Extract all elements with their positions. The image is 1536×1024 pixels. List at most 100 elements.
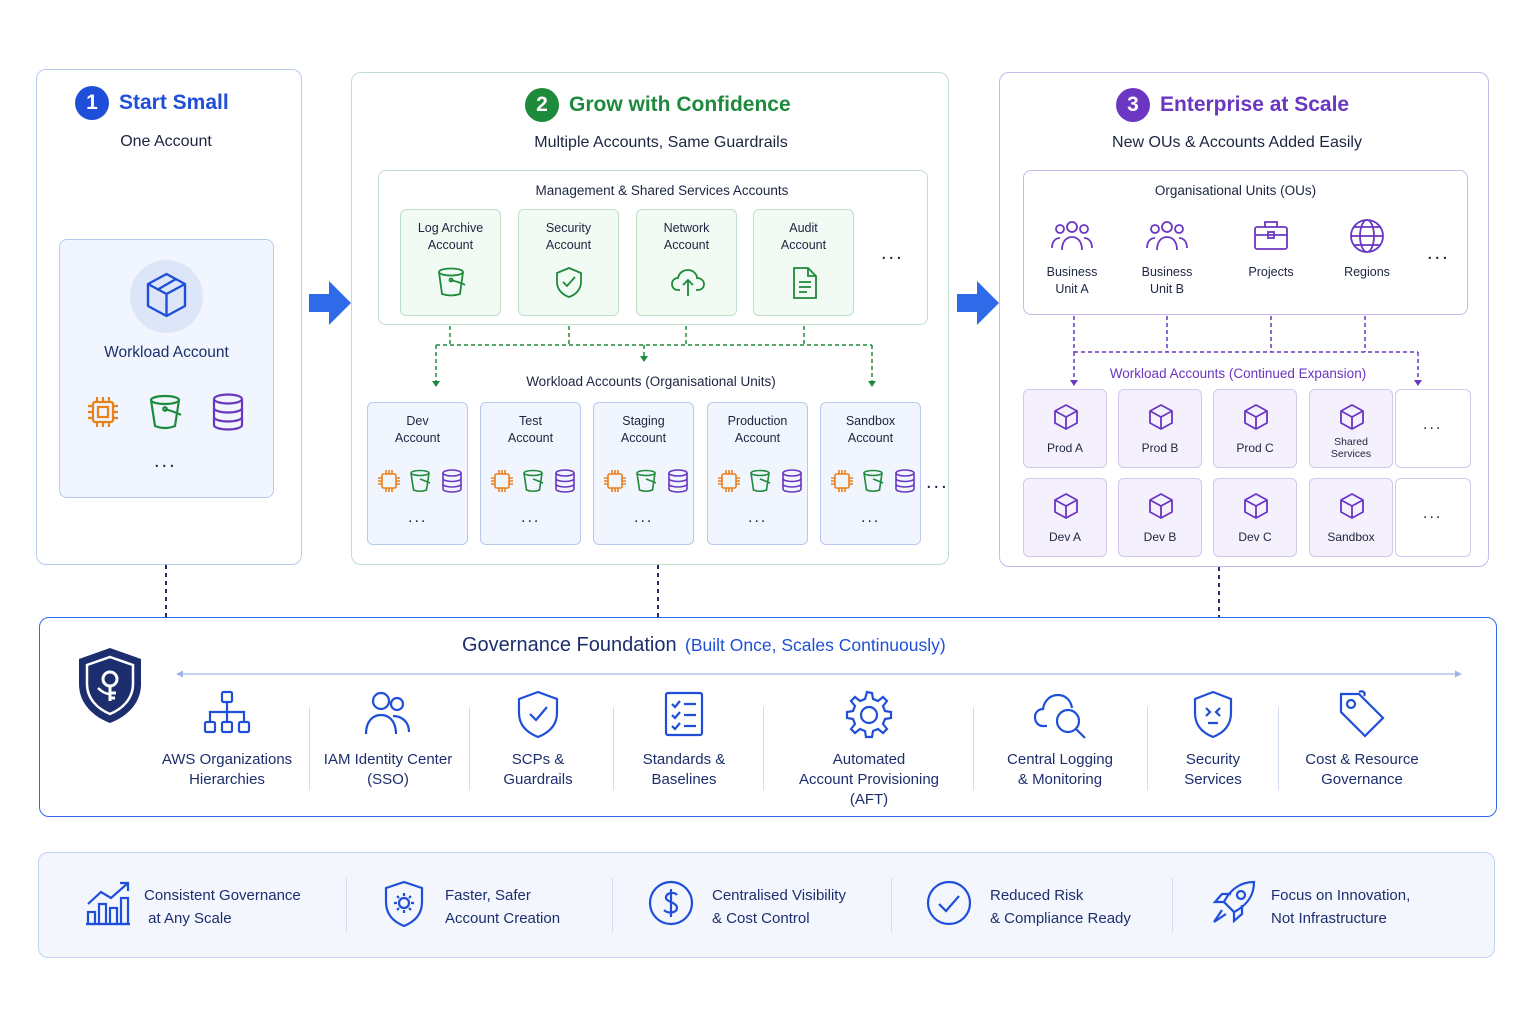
account-label: Prod A xyxy=(1046,441,1084,455)
workload-account-card[interactable]: Dev Account ... xyxy=(367,402,468,545)
more-accounts-card: ... xyxy=(1395,389,1471,468)
hierarchy-icon xyxy=(203,690,251,734)
step-badge: 1 xyxy=(75,86,109,120)
governance-panel xyxy=(39,617,1497,817)
governance-item-label: Central Logging & Monitoring xyxy=(1007,751,1113,788)
expansion-account-card[interactable]: Prod B xyxy=(1118,389,1202,468)
security-shield-icon xyxy=(1193,690,1233,739)
phase-3-title-text: Enterprise at Scale xyxy=(1160,93,1350,116)
ou-label: Business Unit A xyxy=(1046,265,1098,296)
cube-icon xyxy=(1340,493,1364,519)
check-circle-icon xyxy=(926,880,972,926)
phase-1-subtitle: One Account xyxy=(120,133,212,150)
phase-2-title: 2 Grow with Confidence xyxy=(525,88,791,122)
expansion-account-card[interactable]: Prod A xyxy=(1023,389,1107,468)
workload-account-card[interactable]: Staging Account ... xyxy=(593,402,694,545)
ou-label: Regions xyxy=(1344,265,1390,279)
expansion-account-card[interactable]: Shared Services xyxy=(1309,389,1393,468)
shield-check-icon xyxy=(556,267,582,298)
divider xyxy=(1147,707,1148,790)
account-label: Test Account xyxy=(507,414,554,445)
divider xyxy=(1172,878,1173,932)
account-label: Staging Account xyxy=(620,414,667,445)
account-label: Dev B xyxy=(1143,530,1177,544)
bucket-icon xyxy=(149,394,182,430)
bucket-icon xyxy=(750,469,771,493)
expansion-account-card[interactable]: Sandbox xyxy=(1309,478,1393,557)
management-account-card[interactable]: Network Account xyxy=(636,209,737,316)
expansion-account-card[interactable]: Dev B xyxy=(1118,478,1202,557)
divider xyxy=(309,707,310,790)
database-icon xyxy=(895,469,915,493)
database-icon xyxy=(212,393,244,431)
governance-item-label: SCPs & Guardrails xyxy=(503,751,573,788)
document-icon xyxy=(793,267,817,299)
governance-item-label: IAM Identity Center (SSO) xyxy=(323,751,453,788)
ou-label: Projects xyxy=(1248,265,1294,279)
management-account-card[interactable]: Log Archive Account xyxy=(400,209,501,316)
globe-icon xyxy=(1350,219,1384,253)
bucket-icon xyxy=(438,267,466,297)
more-indicator: ... xyxy=(1423,416,1443,433)
account-label: Shared Services xyxy=(1330,436,1372,460)
benefit-label: Faster, Safer Account Creation xyxy=(445,887,561,927)
rocket-icon xyxy=(1212,880,1256,924)
cube-icon xyxy=(1244,404,1268,430)
workload-accounts-title: Workload Accounts (Organisational Units) xyxy=(526,374,776,389)
management-accounts-group xyxy=(378,170,928,325)
workload-account-card[interactable]: Sandbox Account ... xyxy=(820,402,921,545)
expansion-account-card[interactable]: Dev A xyxy=(1023,478,1107,557)
more-indicator: ... xyxy=(634,509,654,526)
arrow-right-icon xyxy=(957,281,999,325)
shield-lock-icon xyxy=(79,648,141,723)
divider xyxy=(612,878,613,932)
cpu-chip-icon xyxy=(491,470,513,492)
account-label: Dev A xyxy=(1048,530,1081,544)
cpu-chip-icon xyxy=(718,470,740,492)
more-indicator: ... xyxy=(521,509,541,526)
step-badge: 2 xyxy=(525,88,559,122)
cpu-chip-icon xyxy=(831,470,853,492)
benefit-label: Focus on Innovation, Not Infrastructure xyxy=(1271,887,1411,927)
divider xyxy=(973,707,974,790)
bucket-icon xyxy=(523,469,544,493)
account-label: Dev C xyxy=(1238,530,1272,544)
ou-label: Business Unit B xyxy=(1141,265,1193,296)
cube-icon xyxy=(1340,404,1364,430)
governance-item-label: AWS Organizations Hierarchies xyxy=(161,751,293,788)
bucket-icon xyxy=(636,469,657,493)
governance-heading: Governance Foundation (Built Once, Scale… xyxy=(462,634,946,657)
divider xyxy=(891,878,892,932)
more-accounts-card: ... xyxy=(1395,478,1471,557)
phase-2-title-text: Grow with Confidence xyxy=(569,93,791,116)
cpu-chip-icon xyxy=(604,470,626,492)
workload-account-card[interactable]: Test Account ... xyxy=(480,402,581,545)
shield-gear-icon xyxy=(384,880,424,928)
arrow-right-icon xyxy=(309,281,351,325)
database-icon xyxy=(782,469,802,493)
benefits-panel xyxy=(38,852,1495,958)
account-label: Prod C xyxy=(1236,441,1274,455)
workload-account-card[interactable]: Production Account ... xyxy=(707,402,808,545)
governance-subtitle: (Built Once, Scales Continuously) xyxy=(685,635,946,655)
governance-item-label: Automated Account Provisioning (AFT) xyxy=(798,751,940,808)
management-account-card[interactable]: Audit Account xyxy=(753,209,854,316)
account-label: Prod B xyxy=(1141,441,1179,455)
expansion-account-card[interactable]: Prod C xyxy=(1213,389,1297,468)
more-indicator: ... xyxy=(926,471,949,493)
cube-icon xyxy=(1149,493,1173,519)
account-label: Audit Account xyxy=(780,221,827,252)
benefit-label: Reduced Risk & Compliance Ready xyxy=(990,887,1131,927)
step-badge: 3 xyxy=(1116,88,1150,122)
management-account-card[interactable]: Security Account xyxy=(518,209,619,316)
account-label: Sandbox Account xyxy=(845,414,896,445)
workload-account-label: Workload Account xyxy=(104,344,229,361)
expansion-account-card[interactable]: Dev C xyxy=(1213,478,1297,557)
cube-icon xyxy=(130,260,203,333)
database-icon xyxy=(442,469,462,493)
governance-item-label: Cost & Resource Governance xyxy=(1305,751,1419,788)
phase-3-subtitle: New OUs & Accounts Added Easily xyxy=(1112,134,1362,151)
database-icon xyxy=(668,469,688,493)
shield-check-icon xyxy=(517,690,559,739)
